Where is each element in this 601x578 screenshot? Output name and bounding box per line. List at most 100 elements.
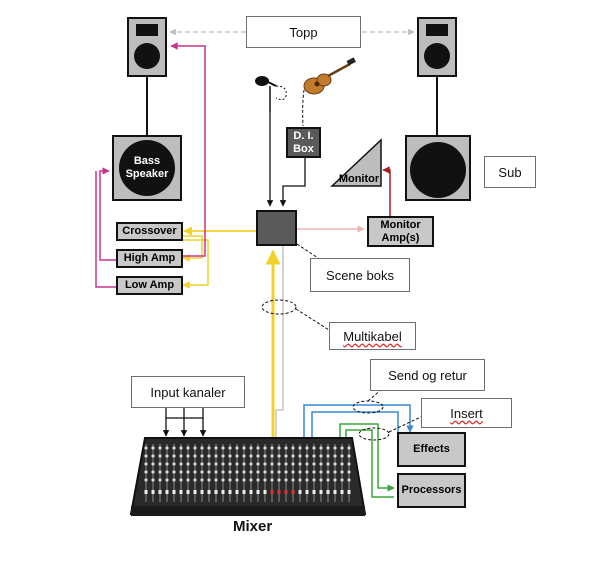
- mixer-knob: [319, 470, 323, 474]
- mixer-fader: [305, 490, 309, 494]
- mixer-knob: [207, 454, 211, 458]
- mixer-knob: [165, 446, 169, 450]
- high-amp-to-bass-line: [99, 167, 116, 261]
- mixer-fader: [165, 490, 169, 494]
- mixer-knob: [200, 462, 204, 466]
- di-box: D. I. Box: [286, 127, 321, 158]
- top-speaker-left-icon: [127, 17, 167, 77]
- sub-label: Sub: [498, 164, 522, 180]
- mixer-fader: [186, 490, 190, 494]
- mixer-knob: [340, 470, 344, 474]
- mixer-fader: [277, 490, 281, 494]
- mixer-knob: [340, 446, 344, 450]
- effects-box: [397, 432, 466, 467]
- mixer-knob: [333, 446, 337, 450]
- mixer-knob: [347, 478, 351, 482]
- mixer-knob: [228, 454, 232, 458]
- mixer-knob: [312, 446, 316, 450]
- mixer-fader: [242, 490, 246, 494]
- mixer-fader: [347, 490, 351, 494]
- insert-label-box: Insert: [421, 398, 512, 428]
- mixer-knob: [263, 470, 267, 474]
- topp-label-box: Topp: [246, 16, 361, 48]
- send-line: [303, 404, 414, 438]
- mixer-knob: [228, 462, 232, 466]
- mixer-knob: [172, 470, 176, 474]
- mixer-knob: [326, 446, 330, 450]
- guitar-icon: [303, 57, 356, 95]
- mixer-knob: [347, 462, 351, 466]
- mixer-knob: [214, 446, 218, 450]
- input-kanaler-label-box: Input kanaler: [131, 376, 245, 408]
- mixer-knob: [305, 478, 309, 482]
- mixer-knob: [347, 470, 351, 474]
- mixer-knob: [193, 454, 197, 458]
- mixer-knob: [256, 446, 260, 450]
- guitar-cable: [302, 89, 305, 127]
- monitor-feed-line: [382, 166, 391, 216]
- mixer-knob: [165, 478, 169, 482]
- mixer-knob: [312, 454, 316, 458]
- mixer-knob: [333, 462, 337, 466]
- mixer-knob: [256, 478, 260, 482]
- mixer-knob: [277, 454, 281, 458]
- mixer-knob: [186, 462, 190, 466]
- mixer-knob: [305, 446, 309, 450]
- mixer-knob: [158, 478, 162, 482]
- di-cable: [279, 157, 306, 207]
- mixer-knob: [319, 446, 323, 450]
- low-amp-to-bass-line: [95, 171, 116, 288]
- insert-return-line: [345, 429, 394, 498]
- mixer-fader: [193, 490, 197, 494]
- mixer-knob: [172, 462, 176, 466]
- mixer-knob: [319, 478, 323, 482]
- mixer-knob: [256, 470, 260, 474]
- mixer-knob: [284, 462, 288, 466]
- mixer-fader: [207, 490, 211, 494]
- mixer-knob: [165, 462, 169, 466]
- mixer-knob: [326, 470, 330, 474]
- mixer-knob: [277, 462, 281, 466]
- mixer-caption: Mixer: [233, 518, 272, 535]
- scene-boks-label: Scene boks: [326, 267, 394, 283]
- insert-ellipse: [358, 427, 390, 441]
- multikabel-pointer: [295, 308, 330, 331]
- mixer-fader: [221, 490, 225, 494]
- mixer-knob: [151, 454, 155, 458]
- mixer-knob: [186, 454, 190, 458]
- bass-speaker-label: Bass Speaker: [125, 155, 169, 180]
- mixer-knob: [228, 478, 232, 482]
- high-amp-to-top-line: [170, 42, 206, 257]
- mixer-knob: [200, 478, 204, 482]
- mixer-knob: [228, 470, 232, 474]
- mixer-knob: [298, 446, 302, 450]
- mixer-knob: [179, 446, 183, 450]
- mixer-knob: [284, 446, 288, 450]
- mixer-knob: [221, 462, 225, 466]
- mixer-fader: [179, 490, 183, 494]
- low-amp-label: Low Amp: [124, 279, 175, 291]
- insert-label: Insert: [450, 405, 483, 421]
- mixer-knob: [347, 454, 351, 458]
- mixer-fader: [326, 490, 330, 494]
- top-speaker-right-icon: [417, 17, 457, 77]
- mixer-fader: [312, 490, 316, 494]
- mixer-console: [129, 437, 367, 516]
- mixer-fader: [340, 490, 344, 494]
- mixer-knob: [277, 470, 281, 474]
- mixer-knob: [193, 446, 197, 450]
- mixer-knob: [179, 454, 183, 458]
- mixer-knob: [200, 454, 204, 458]
- mixer-knob: [242, 454, 246, 458]
- mixer-knob: [242, 470, 246, 474]
- mixer-knob: [347, 446, 351, 450]
- processors-label-wrap: Processors: [398, 474, 465, 507]
- mixer-knob: [144, 470, 148, 474]
- mixer-knob: [214, 470, 218, 474]
- mixer-knob: [172, 454, 176, 458]
- mixer-knob: [144, 478, 148, 482]
- mixer-knob: [249, 446, 253, 450]
- mixer-knob: [291, 446, 295, 450]
- mixer-knob: [214, 478, 218, 482]
- mixer-knob: [207, 462, 211, 466]
